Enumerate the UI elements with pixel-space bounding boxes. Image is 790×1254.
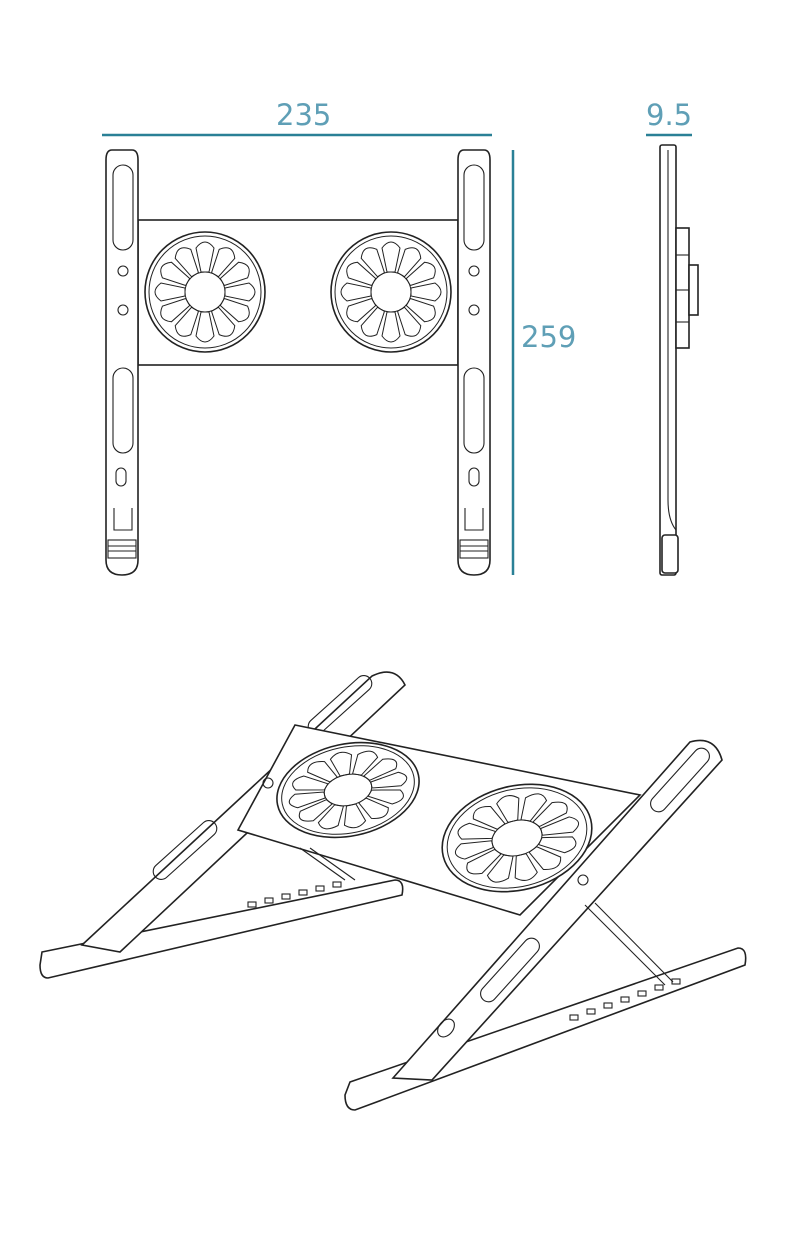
fan-blade-slot [289, 775, 330, 794]
fan-right-perspective [431, 769, 604, 907]
fan-blade-slot [536, 833, 579, 854]
fan-blade-slot [495, 793, 523, 824]
fan-blade-slot [540, 815, 581, 839]
fan-blade-slot [370, 771, 408, 792]
fan-blade-slot [454, 837, 495, 861]
fan-blade-slot [157, 294, 192, 325]
fan-blade-slot [196, 242, 214, 272]
fan-blade-slot [341, 283, 371, 301]
front-view [105, 149, 491, 576]
fan-blade-slot [524, 843, 565, 873]
right-arm [391, 739, 723, 1081]
fan-blade-slot [360, 756, 401, 783]
fan-blade-slot [329, 750, 355, 777]
fan-blade-slot [358, 305, 389, 340]
fan-blade-slot [288, 788, 326, 809]
fan-blade-slot [393, 244, 424, 279]
height-dimension-label: 259 [521, 320, 577, 354]
fan-blade-slot [295, 797, 336, 824]
fan-left-perspective [268, 730, 428, 850]
left-leg [105, 149, 139, 576]
fan-blade-slot [358, 244, 389, 279]
fan-blade-slot [207, 244, 238, 279]
fan-blade-slot [515, 793, 549, 822]
fan-blade-slot [172, 244, 203, 279]
fan-blade-slot [341, 803, 367, 830]
fan-blade-slot [382, 312, 400, 342]
left-base [39, 879, 404, 979]
fan-blade-slot [469, 803, 510, 833]
fan-blade-slot [404, 259, 439, 290]
fan-blade-slot [155, 283, 185, 301]
fan-right [331, 232, 451, 352]
right-base-holes [569, 978, 681, 1021]
side-view [659, 144, 699, 576]
left-base-holes [247, 881, 342, 908]
right-base [344, 947, 747, 1111]
fan-blade-slot [218, 294, 253, 325]
perspective-view [39, 671, 747, 1111]
fan-blade-slot [485, 854, 519, 883]
fan-blade-slot [404, 294, 439, 325]
fan-blade-slot [316, 804, 349, 830]
fan-blade-slot [207, 305, 238, 340]
fan-blade-slot [411, 283, 441, 301]
fan-blade-slot [196, 312, 214, 342]
fan-blade-slot [343, 294, 378, 325]
fan-blade-slot [462, 847, 505, 878]
fan-blade-slot [510, 852, 538, 883]
fan-blade-slot [218, 259, 253, 290]
right-leg [457, 149, 491, 576]
fan-blade-slot [382, 242, 400, 272]
fan-blade-slot [225, 283, 255, 301]
fan-blade-slot [529, 799, 572, 830]
width-dimension-label: 235 [276, 98, 332, 132]
thickness-dimension-label: 9.5 [646, 98, 693, 132]
fan-blade-slot [354, 795, 393, 821]
fan-left [145, 232, 265, 352]
fan-blade-slot [172, 305, 203, 340]
fan-blade-slot [347, 750, 380, 776]
fan-blade-slot [157, 259, 192, 290]
fan-blade-slot [393, 305, 424, 340]
fan-blade-slot [343, 259, 378, 290]
fan-blade-slot [303, 758, 342, 784]
fan-blade-slot [366, 786, 407, 805]
fan-blade-slot [455, 822, 498, 843]
